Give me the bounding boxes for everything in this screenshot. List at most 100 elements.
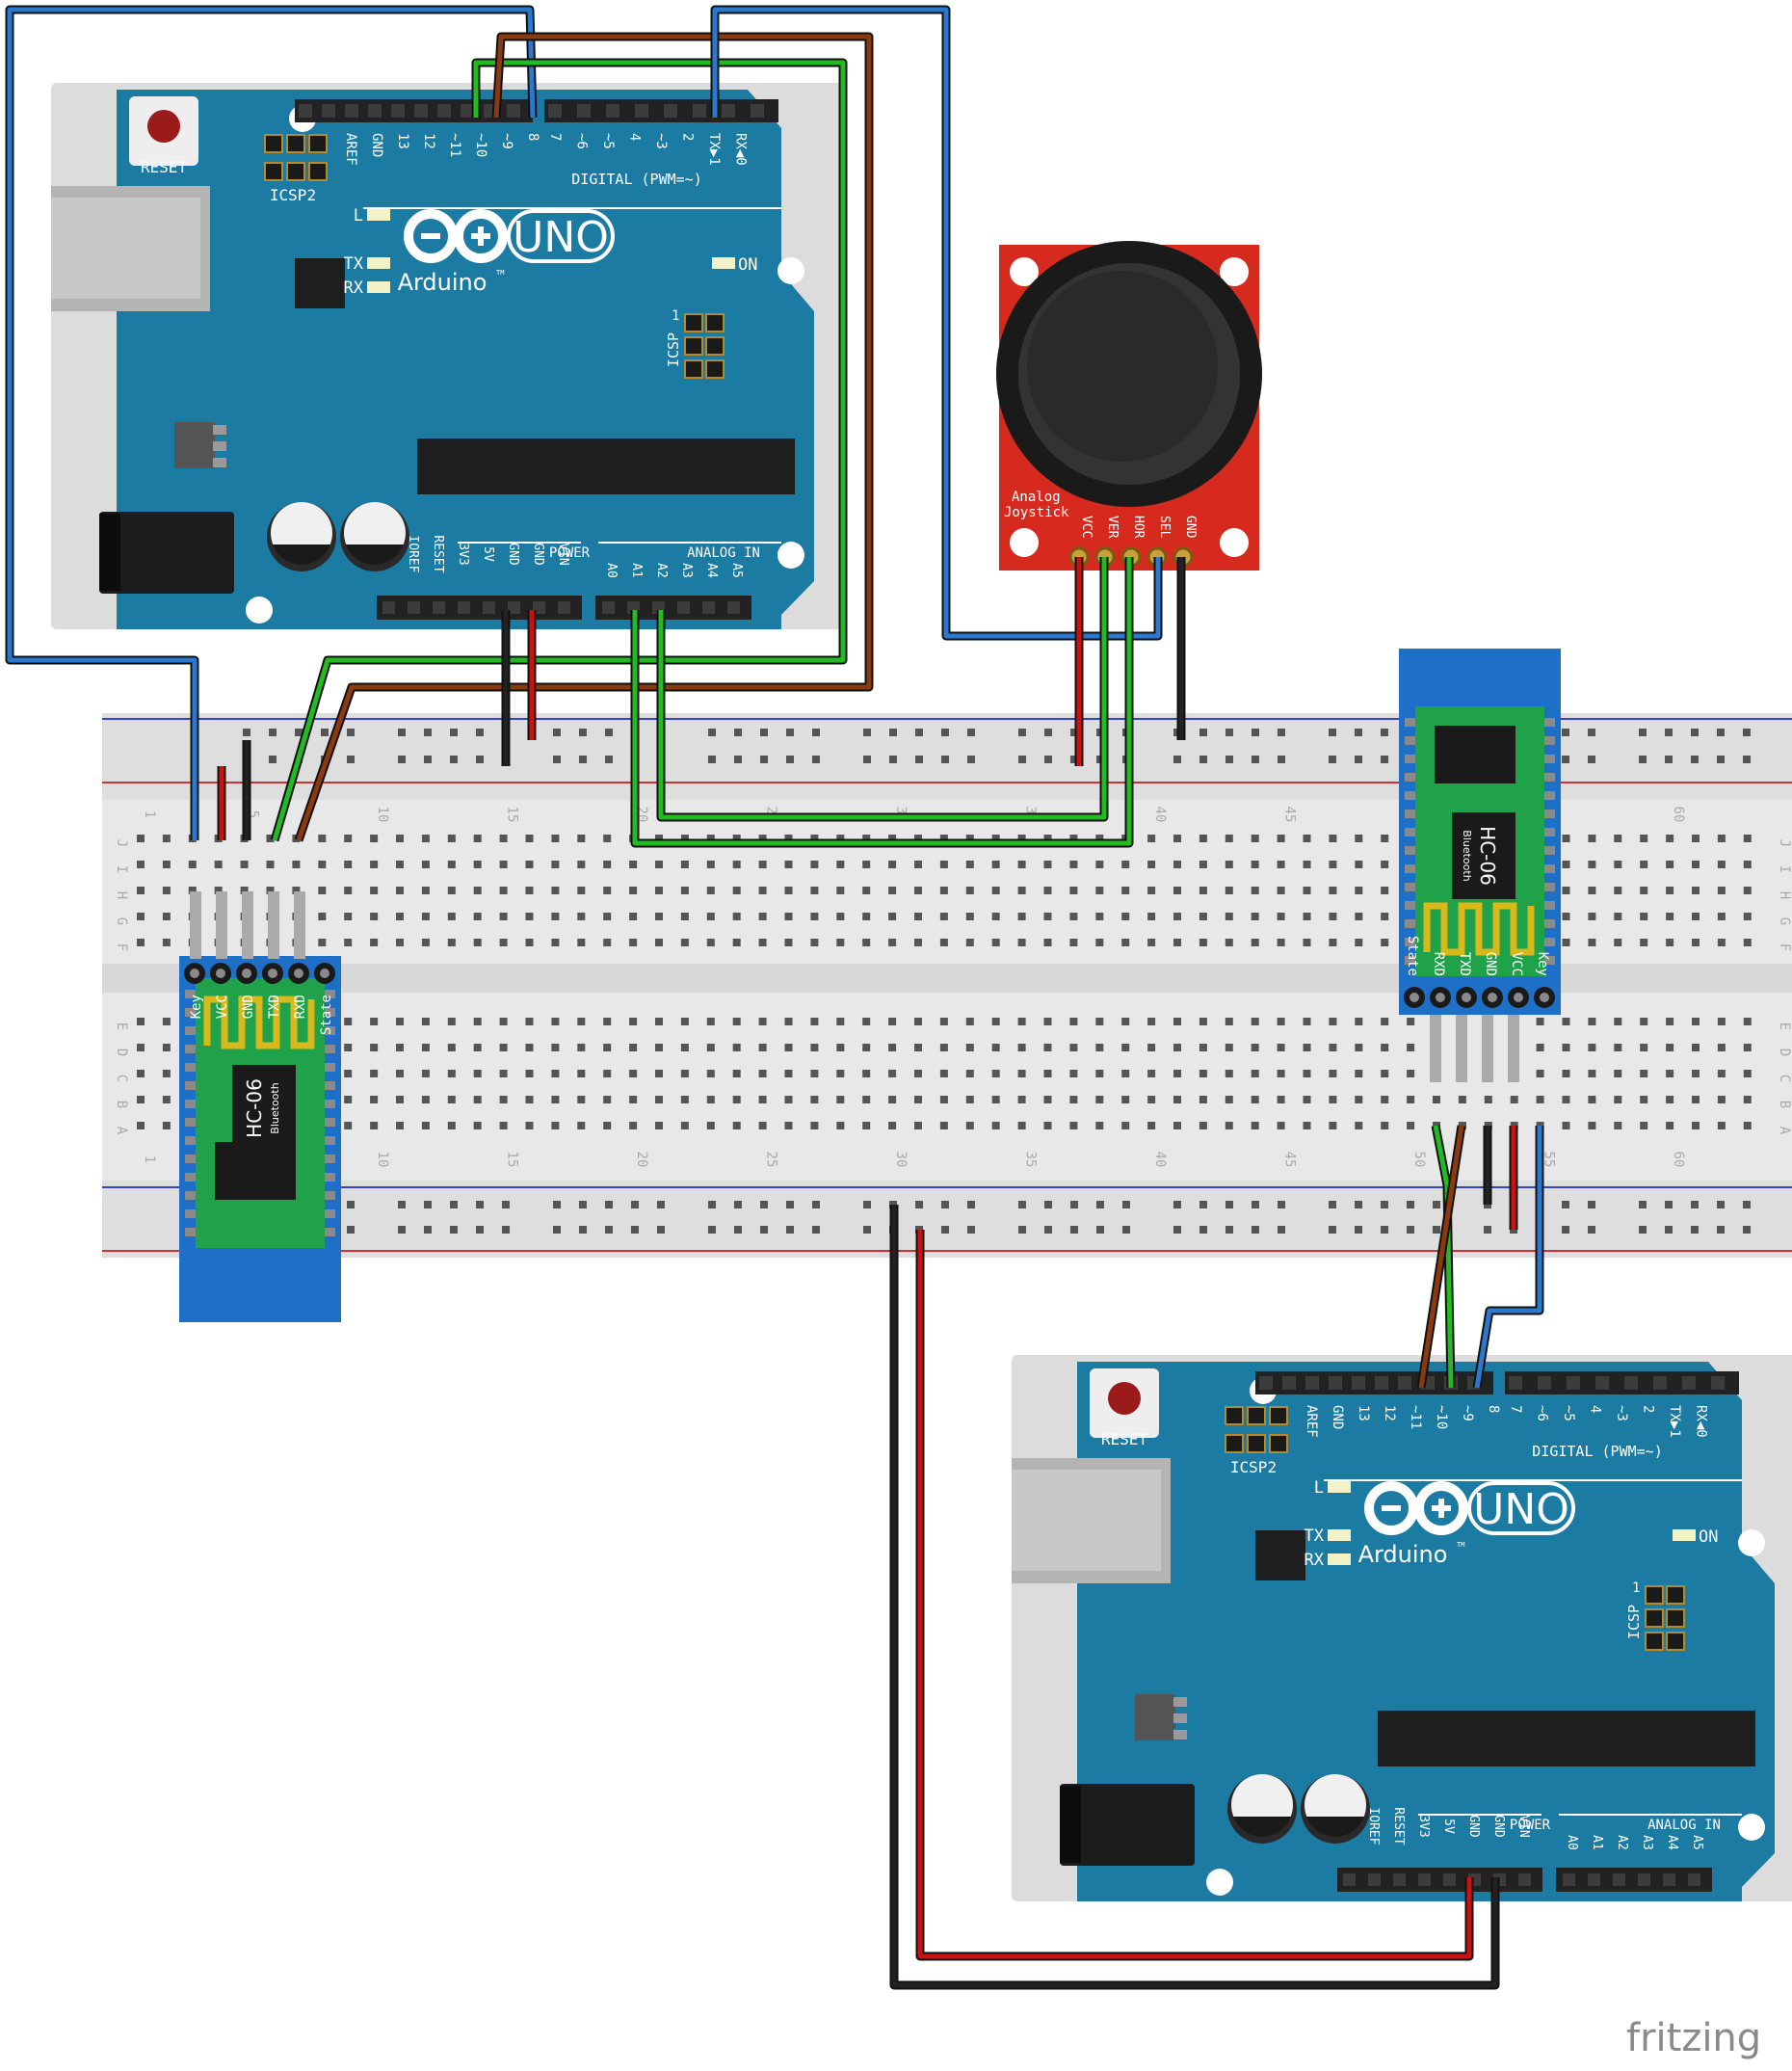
column-number: 10 xyxy=(375,1152,390,1168)
rail-hole xyxy=(1044,1201,1052,1208)
breadboard-hole xyxy=(370,913,379,920)
hc06-pad xyxy=(325,1191,335,1200)
breadboard-hole xyxy=(551,1044,560,1051)
breadboard-hole xyxy=(447,1018,456,1025)
breadboard-hole xyxy=(525,1018,534,1025)
breadboard-hole xyxy=(551,1070,560,1077)
rail-hole xyxy=(1070,756,1078,763)
digital-pin-label: RX◀0 xyxy=(733,133,749,166)
breadboard-hole xyxy=(525,861,534,868)
breadboard-hole xyxy=(499,1044,508,1051)
breadboard-hole xyxy=(1329,887,1337,894)
column-number: 40 xyxy=(1152,1152,1168,1168)
rail-hole xyxy=(502,1226,510,1234)
uno-badge xyxy=(1467,1481,1575,1535)
breadboard-hole xyxy=(1043,939,1052,946)
breadboard-hole xyxy=(1329,835,1337,842)
rail-hole xyxy=(863,1201,871,1208)
header-pin xyxy=(1398,1376,1411,1390)
header-pin xyxy=(606,104,619,118)
rail-hole xyxy=(605,1226,613,1234)
breadboard-hole xyxy=(836,939,845,946)
joystick-label-line2: Joystick xyxy=(1004,505,1069,520)
power-pin-label: RESET xyxy=(431,535,445,572)
row-letter: J xyxy=(1777,839,1792,847)
hc06-antenna xyxy=(1423,902,1535,956)
breadboard-hole xyxy=(655,861,663,868)
trademark: TM xyxy=(496,269,504,277)
breadboard-hole xyxy=(551,861,560,868)
breadboard-hole xyxy=(1043,1122,1052,1129)
rail-hole xyxy=(1329,729,1336,736)
icsp2-pin xyxy=(286,162,305,181)
breadboard-hole xyxy=(1355,1018,1363,1025)
breadboard-hole xyxy=(551,835,560,842)
breadboard-hole xyxy=(1666,939,1674,946)
breadboard-hole xyxy=(758,1096,767,1103)
breadboard-hole xyxy=(965,939,974,946)
breadboard-hole xyxy=(318,887,327,894)
power-pin-label: GND xyxy=(531,543,545,566)
led xyxy=(1328,1481,1351,1493)
breadboard-hole xyxy=(680,1070,689,1077)
rail-hole xyxy=(424,729,432,736)
hc06-sub-label: Bluetooth xyxy=(1461,830,1473,881)
rail-hole xyxy=(786,1226,794,1234)
rail-hole xyxy=(579,1201,587,1208)
rail-hole xyxy=(1173,1201,1181,1208)
breadboard-hole xyxy=(1666,887,1674,894)
header-pin xyxy=(433,601,445,614)
rail-hole xyxy=(1639,1226,1647,1234)
breadboard-hole xyxy=(939,887,948,894)
breadboard-hole xyxy=(447,939,456,946)
breadboard-hole xyxy=(1381,1122,1389,1129)
breadboard-hole xyxy=(680,939,689,946)
rail-hole xyxy=(553,729,561,736)
breadboard-hole xyxy=(1614,1070,1622,1077)
breadboard-hole xyxy=(732,887,741,894)
hc06-pad xyxy=(1405,956,1415,965)
analog-pin-label: A0 xyxy=(1565,1835,1579,1850)
breadboard-hole xyxy=(1666,1044,1674,1051)
rail-hole xyxy=(398,1226,406,1234)
breadboard-hole xyxy=(1173,887,1181,894)
breadboard-hole xyxy=(577,861,586,868)
joystick-cap xyxy=(1027,271,1218,462)
digital-pin-label: ~6 xyxy=(1535,1405,1550,1421)
breadboard-hole xyxy=(758,939,767,946)
header-pin xyxy=(1282,1376,1296,1390)
rail-hole xyxy=(1252,1201,1259,1208)
logo-infinity-left xyxy=(1364,1481,1418,1535)
rail-hole xyxy=(347,756,355,763)
breadboard-hole xyxy=(551,1018,560,1025)
led-label: RX xyxy=(1304,1551,1325,1570)
breadboard-hole xyxy=(1614,1044,1622,1051)
breadboard-hole xyxy=(137,939,145,946)
digital-pin-label: GND xyxy=(1330,1405,1345,1429)
rail-hole xyxy=(321,729,329,736)
breadboard-hole xyxy=(784,1070,793,1077)
row-letter: I xyxy=(114,865,129,873)
rail-hole xyxy=(1252,1226,1259,1234)
row-letter: B xyxy=(114,1101,129,1108)
breadboard-hole xyxy=(1588,861,1596,868)
digital-pin-label: 7 xyxy=(547,133,563,141)
breadboard-hole xyxy=(706,835,715,842)
rail-hole xyxy=(889,729,897,736)
breadboard-hole xyxy=(1173,1018,1181,1025)
hc06-pin-label: Key xyxy=(189,995,204,1019)
breadboard-hole xyxy=(629,1070,638,1077)
breadboard-hole xyxy=(1692,1044,1700,1051)
breadboard-hole xyxy=(1095,835,1104,842)
breadboard-hole xyxy=(188,861,197,868)
breadboard-hole xyxy=(318,913,327,920)
breadboard-hole xyxy=(939,1070,948,1077)
rail-hole xyxy=(1562,756,1569,763)
breadboard-hole xyxy=(370,1070,379,1077)
hc06-pad xyxy=(185,1045,196,1053)
breadboard-hole xyxy=(1614,835,1622,842)
breadboard-hole xyxy=(758,913,767,920)
rail-hole xyxy=(1407,1201,1414,1208)
power-header xyxy=(377,596,582,620)
